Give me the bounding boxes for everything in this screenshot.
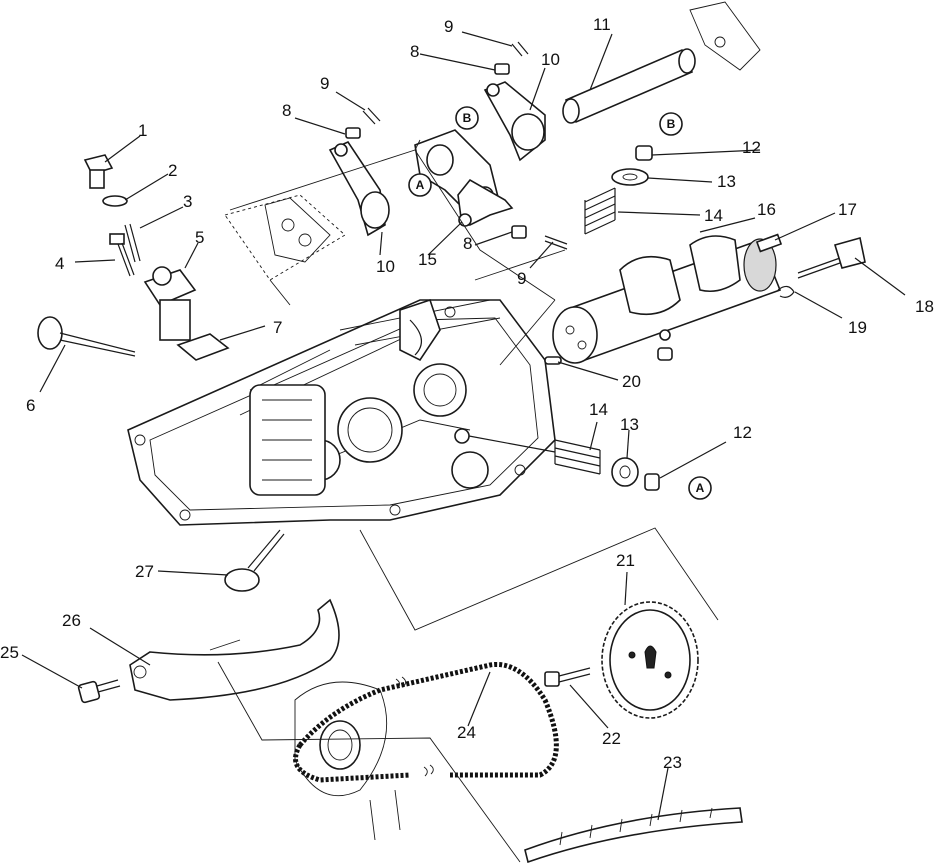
keeper-part-12-upper	[635, 145, 653, 161]
rocker-arm-left	[328, 140, 390, 237]
gasket-upper-right	[689, 1, 761, 71]
callout-17: 17	[838, 200, 857, 219]
callout-5: 5	[195, 228, 204, 247]
bolt-part-1	[83, 154, 114, 189]
callout-13-upper: 13	[717, 172, 736, 191]
callout-labels: 1 2 3 4 5 6 7 8 8 8 9 9 9 10 10 11 12 12…	[0, 15, 934, 772]
leader-lines	[21, 31, 906, 821]
callout-1: 1	[138, 121, 147, 140]
rocker-shaft-part-11	[562, 48, 696, 124]
callout-9-top: 9	[444, 17, 453, 36]
callout-14-lower: 14	[589, 400, 608, 419]
crank-sprocket	[294, 681, 401, 841]
clip-part-19	[777, 285, 795, 298]
valve-spring-part-14-lower	[554, 439, 601, 475]
callout-23: 23	[663, 753, 682, 772]
callout-9-lower: 9	[517, 269, 526, 288]
dowel-pin-part-20	[544, 356, 562, 365]
valve-stem-lower	[454, 428, 556, 453]
valve-spring-part-14-upper	[584, 187, 616, 235]
callout-22: 22	[602, 729, 621, 748]
callout-11: 11	[593, 15, 611, 34]
washer-part-2	[102, 195, 128, 207]
stud-part-3	[124, 223, 141, 263]
sprocket-bolt-part-22	[544, 667, 591, 687]
decompressor-part-18	[797, 236, 866, 279]
pivot-bolt-part-25	[77, 679, 121, 704]
gasket-part-7	[176, 333, 230, 361]
callout-10-top: 10	[541, 50, 560, 69]
callout-7: 7	[273, 318, 282, 337]
camshaft-part-16	[552, 235, 782, 364]
callout-12-upper: 12	[742, 138, 761, 157]
tensioner-part-5	[143, 266, 197, 341]
callout-8-left: 8	[282, 101, 291, 120]
callout-9-left: 9	[320, 74, 329, 93]
callout-2: 2	[168, 161, 177, 180]
svg-text:A: A	[416, 178, 425, 192]
screw-part-9-left	[362, 107, 381, 125]
nut-part-8-top	[494, 63, 510, 75]
callout-19: 19	[848, 318, 867, 337]
callout-16: 16	[757, 200, 776, 219]
valve-cover-gasket-top	[224, 194, 346, 281]
rocker-arm-right	[483, 81, 546, 162]
cam-washer	[659, 329, 671, 341]
retainer-part-13-upper	[611, 168, 649, 186]
keeper-part-12-lower	[644, 473, 660, 491]
svg-text:A: A	[696, 481, 705, 495]
pin-part-17	[755, 233, 783, 253]
cylinder-head	[127, 298, 556, 526]
ref-b-top: B	[455, 106, 479, 130]
callout-13-lower: 13	[620, 415, 639, 434]
callout-20: 20	[622, 372, 641, 391]
callout-6: 6	[26, 396, 35, 415]
ref-a-left: A	[408, 173, 432, 197]
callout-12-lower: 12	[733, 423, 752, 442]
cam-nut	[657, 347, 673, 361]
callout-18: 18	[915, 297, 934, 316]
callout-14-upper: 14	[704, 206, 723, 225]
callout-21: 21	[616, 551, 635, 570]
callout-4: 4	[55, 254, 64, 273]
cam-sprocket-part-21	[601, 601, 699, 719]
bolt-part-4	[109, 233, 135, 277]
callout-10-left: 10	[376, 257, 395, 276]
ref-a-right: A	[688, 476, 712, 500]
screw-part-9-lower	[544, 235, 568, 250]
callout-8-top: 8	[410, 42, 419, 61]
valve-part-6	[37, 316, 136, 357]
retainer-part-13-lower	[611, 457, 639, 487]
tensioner-blade-part-26	[129, 598, 340, 701]
svg-text:B: B	[463, 111, 472, 125]
callout-15: 15	[418, 250, 437, 269]
callout-25: 25	[0, 643, 19, 662]
callout-8-lower: 8	[463, 234, 472, 253]
callout-3: 3	[183, 192, 192, 211]
valve-part-27	[224, 529, 285, 592]
screw-part-9-top	[511, 41, 529, 57]
nut-part-8-left	[345, 127, 361, 139]
assembly-lines	[209, 139, 719, 863]
callout-27: 27	[135, 562, 154, 581]
svg-text:B: B	[667, 117, 676, 131]
chain-guide-part-23	[524, 807, 743, 864]
nut-part-8-lower	[511, 225, 527, 239]
callout-26: 26	[62, 611, 81, 630]
ref-b-right: B	[659, 112, 683, 136]
callout-24: 24	[457, 723, 476, 742]
